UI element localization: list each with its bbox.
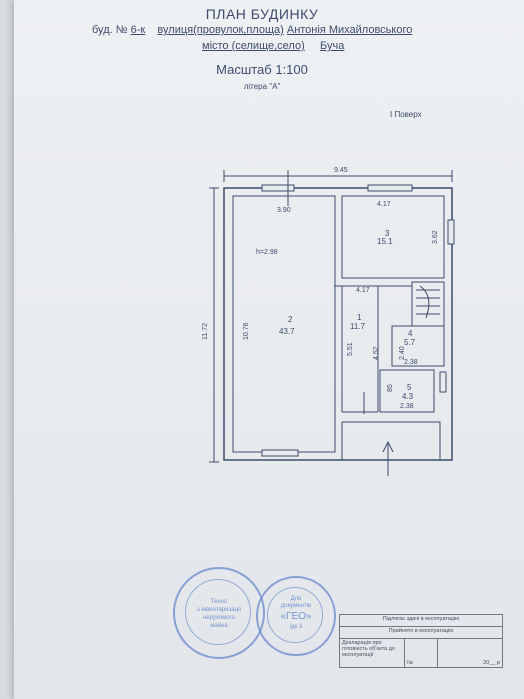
scale-label: Масштаб 1:100 [216, 62, 308, 77]
ceiling-height-value: h=2.98 [256, 249, 278, 256]
room-3-width-value: 4.17 [377, 201, 391, 208]
overall-height-value: 11.72 [202, 323, 209, 340]
room-2-width-value: 3.90 [277, 207, 291, 214]
approval-table: Підлягає здачі в експлуатацію Прийнято в… [339, 614, 504, 668]
floor-label: І Поверх [390, 110, 422, 119]
window-bottom [261, 449, 299, 457]
address-line-1: буд. № 6-к вулиця(провулок,площа) Антоні… [92, 24, 412, 36]
room-4-width-value: 2.38 [404, 359, 418, 366]
city-name: Буча [320, 40, 345, 52]
approval-row-2: Прийнято в експлуатацію [339, 626, 503, 639]
porch-outline [341, 421, 441, 461]
room-2-number: 2 [288, 315, 293, 324]
inner-height-value: 10.76 [243, 322, 250, 340]
city-label: місто (селище,село) [202, 40, 305, 52]
document-title: ПЛАН БУДИНКУ [205, 6, 319, 22]
right-round-stamp: Для документів «ГЕО» ідк 3 [256, 576, 336, 656]
building-number: 6-к [130, 24, 146, 36]
room-5-number: 5 [407, 383, 412, 392]
address-line-2: місто (селище,село) Буча [202, 40, 344, 52]
declaration-number: № [404, 638, 438, 668]
room-4-offset-value: 4.52 [373, 346, 380, 360]
street-label: вулиця(провулок,площа) [157, 24, 284, 36]
street-name: Антонія Михайловського [286, 24, 413, 36]
declaration-date: 20__ р [436, 638, 504, 668]
overall-width-value: 9.45 [334, 167, 348, 174]
room-3-depth-value: 3.62 [432, 230, 439, 244]
room-5-outline [379, 369, 435, 413]
building-label: буд. № [92, 24, 128, 36]
room-5-width-value: 2.38 [400, 403, 414, 410]
hall-length-value: 5.51 [347, 342, 354, 356]
hall-width-value: 4.17 [356, 287, 370, 294]
room-3-outline [341, 195, 445, 279]
approval-row-1: Підлягає здачі в експлуатацію [339, 614, 503, 627]
room-5-height-value: 85 [387, 384, 394, 392]
room-4-area: 5.7 [404, 338, 416, 347]
stairs-outline [411, 281, 445, 327]
outer-wall [223, 187, 453, 461]
window-right [447, 219, 455, 245]
document-sheet [14, 0, 524, 699]
room-5-area: 4.3 [402, 392, 414, 401]
declaration-label: Декларація про готовність об'єкта до екс… [339, 638, 405, 668]
room-2-area: 43.7 [279, 327, 295, 336]
window-room-5 [439, 371, 447, 393]
room-4-number: 4 [408, 329, 413, 338]
litera-label: літера "А" [243, 82, 281, 91]
room-4-height-value: 2.40 [399, 346, 406, 360]
room-3-number: 3 [385, 229, 390, 238]
window-top-left [261, 184, 295, 192]
room-3-area: 15.1 [377, 237, 393, 246]
window-top-right [367, 184, 413, 192]
room-1-number: 1 [357, 313, 362, 322]
room-1-area: 11.7 [350, 322, 366, 331]
left-round-stamp: Техно з інвентаризації нерухомого майна [173, 567, 265, 659]
